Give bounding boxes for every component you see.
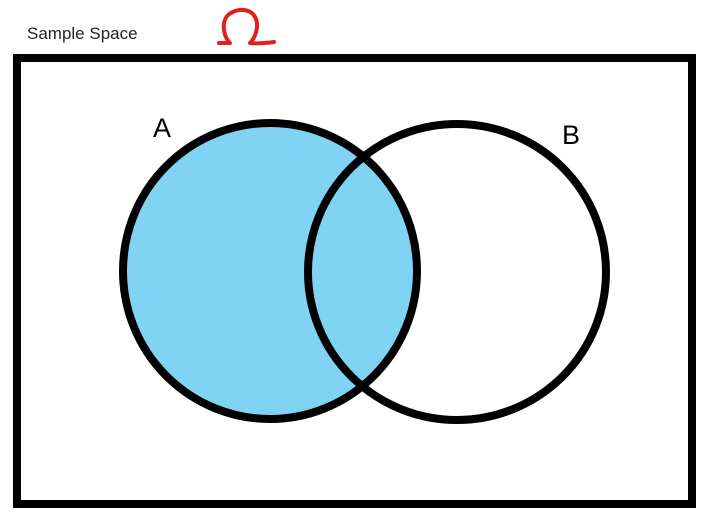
- sample-space-caption: Sample Space: [27, 24, 138, 43]
- set-a-circle: [119, 119, 421, 423]
- omega-symbol-icon: [217, 7, 276, 46]
- set-b-label: B: [562, 120, 580, 150]
- set-b-circle: [304, 120, 610, 424]
- set-a-shaded-region: [123, 123, 417, 419]
- set-a-label: A: [153, 113, 171, 143]
